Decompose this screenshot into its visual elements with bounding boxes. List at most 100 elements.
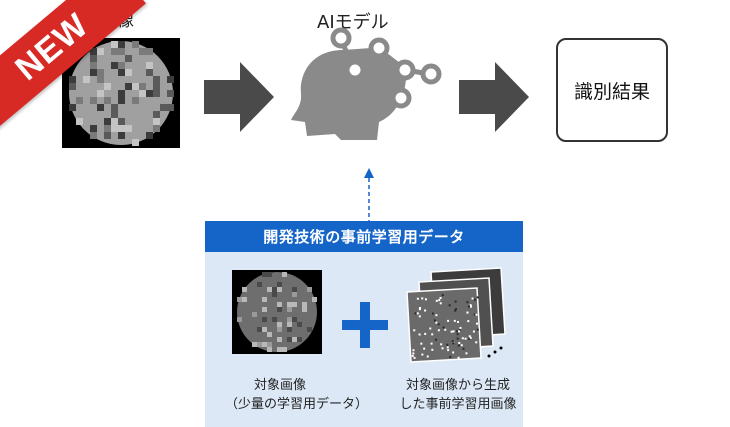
texture-pixel [456, 320, 459, 323]
texture-pixel [262, 317, 267, 322]
texture-pixel [476, 296, 479, 299]
texture-pixel [146, 132, 153, 139]
texture-pixel [419, 306, 422, 309]
texture-pixel [277, 327, 282, 332]
texture-pixel [267, 272, 272, 277]
texture-pixel [464, 337, 467, 340]
texture-pixel [287, 302, 292, 307]
texture-pixel [277, 282, 282, 287]
texture-pixel [97, 48, 104, 55]
texture-pixel [272, 287, 277, 292]
texture-pixel [272, 317, 277, 322]
texture-pixel [242, 297, 247, 302]
texture-pixel [118, 125, 125, 132]
texture-pixel [416, 297, 419, 300]
pretraining-header: 開発技術の事前学習用データ [205, 221, 523, 252]
texture-pixel [424, 332, 427, 335]
ai-head-icon [291, 27, 442, 140]
texture-pixel [439, 297, 442, 300]
texture-pixel [442, 326, 445, 329]
texture-pixel [153, 118, 160, 125]
texture-pixel [90, 48, 97, 55]
texture-pixel [440, 343, 443, 346]
texture-pixel [429, 327, 432, 330]
texture-pixel [437, 323, 440, 326]
texture-pixel [412, 352, 415, 355]
texture-pixel [139, 90, 146, 97]
target-image [232, 270, 322, 354]
texture-pixel [132, 139, 139, 146]
texture-pixel [282, 347, 287, 352]
texture-pixel [252, 342, 257, 347]
texture-pixel [111, 125, 118, 132]
texture-pixel [452, 330, 455, 333]
texture-pixel [420, 342, 423, 345]
texture-pixel [104, 132, 111, 139]
texture-pixel [465, 352, 468, 355]
texture-pixel [153, 111, 160, 118]
result-label: 識別結果 [573, 80, 650, 103]
texture-pixel [431, 312, 434, 315]
texture-pixel [125, 83, 132, 90]
arrow-right-icon [459, 62, 529, 132]
texture-pixel [277, 347, 282, 352]
texture-pixel [475, 341, 478, 344]
texture-pixel [454, 308, 457, 311]
texture-pixel [424, 298, 427, 301]
texture-pixel [435, 321, 438, 324]
texture-pixel [262, 297, 267, 302]
texture-pixel [433, 319, 436, 322]
texture-pixel [455, 330, 458, 333]
texture-pixel [413, 329, 416, 332]
texture-pixel [237, 297, 242, 302]
texture-pixel [111, 111, 118, 118]
texture-pixel [237, 317, 242, 322]
result-box: 識別結果 [556, 38, 668, 142]
texture-pixel [125, 55, 132, 62]
texture-pixel [450, 330, 453, 333]
texture-pixel [97, 76, 104, 83]
texture-pixel [118, 90, 125, 97]
texture-pixel [277, 307, 282, 312]
texture-pixel [118, 62, 125, 69]
texture-pixel [421, 353, 424, 356]
texture-pixel [467, 320, 470, 323]
ai-model-title: AIモデル [317, 12, 389, 33]
texture-pixel [267, 347, 272, 352]
texture-pixel [125, 69, 132, 76]
texture-pixel [262, 307, 267, 312]
texture-pixel [146, 69, 153, 76]
texture-pixel [434, 338, 437, 341]
texture-pixel [257, 327, 262, 332]
texture-pixel [469, 336, 472, 339]
texture-pixel [104, 97, 111, 104]
texture-pixel [69, 83, 76, 90]
texture-pixel [469, 304, 472, 307]
texture-pixel [139, 48, 146, 55]
texture-pixel [111, 62, 118, 69]
texture-pixel [252, 312, 257, 317]
texture-pixel [146, 48, 153, 55]
texture-pixel [423, 347, 426, 350]
texture-pixel [471, 297, 474, 300]
texture-pixel [431, 348, 434, 351]
texture-pixel [475, 313, 478, 316]
texture-pixel [418, 308, 421, 311]
texture-pixel [118, 132, 125, 139]
texture-pixel [426, 355, 429, 358]
texture-pixel [118, 118, 125, 125]
texture-pixel [458, 328, 461, 331]
texture-pixel [90, 125, 97, 132]
texture-pixel [292, 292, 297, 297]
input-image [62, 38, 180, 148]
texture-pixel [97, 90, 104, 97]
texture-pixel [414, 312, 417, 315]
texture-pixel [153, 76, 160, 83]
texture-pixel [413, 356, 416, 359]
texture-pixel [104, 125, 111, 132]
texture-pixel [418, 315, 421, 318]
texture-pixel [457, 356, 460, 359]
texture-pixel [90, 97, 97, 104]
texture-pixel [132, 41, 139, 48]
texture-pixel [460, 344, 463, 347]
